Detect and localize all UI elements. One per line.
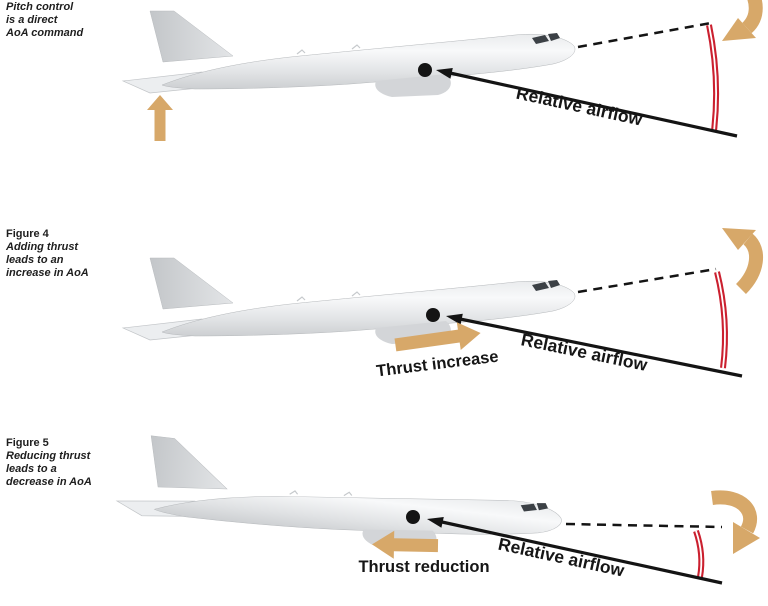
thrust-reduction-label: Thrust reduction bbox=[358, 558, 489, 576]
caption-line: Adding thrust bbox=[6, 241, 79, 253]
caption-line: leads to a bbox=[6, 463, 57, 475]
caption-title: Figure 4 bbox=[6, 228, 49, 240]
rotate-down-arrow-icon bbox=[741, 0, 763, 34]
fuselage-axis-dashed-line bbox=[577, 21, 712, 49]
aoa-arc-core bbox=[708, 24, 718, 132]
cg-dot bbox=[418, 63, 432, 77]
relative-airflow-arrowhead-icon bbox=[446, 313, 463, 325]
caption-figure-5: Figure 5 Reducing thrust leads to a decr… bbox=[6, 437, 126, 489]
aoa-arc-core bbox=[716, 271, 726, 369]
caption-line: decrease in AoA bbox=[6, 476, 92, 488]
caption-line: leads to an bbox=[6, 254, 64, 266]
figure-pitch-control: Relative airflow bbox=[122, 0, 763, 141]
caption-figure-4: Figure 4 Adding thrust leads to an incre… bbox=[6, 228, 126, 280]
aoa-arc-core bbox=[695, 530, 703, 578]
fuselage-axis-dashed-line bbox=[565, 522, 723, 529]
tail-up-arrow-icon bbox=[147, 95, 173, 141]
caption-line: is a direct bbox=[6, 14, 58, 26]
rotate-up-arrow-icon bbox=[735, 233, 763, 294]
caption-line: Reducing thrust bbox=[6, 450, 91, 462]
relative-airflow-label: Relative airflow bbox=[519, 329, 649, 375]
relative-airflow-arrowhead-icon bbox=[427, 517, 444, 528]
cg-dot bbox=[406, 510, 420, 524]
rotate-down-arrowhead-icon bbox=[722, 18, 756, 41]
aircraft-illustration bbox=[122, 257, 576, 345]
caption-line: increase in AoA bbox=[6, 267, 89, 279]
relative-airflow-line bbox=[459, 317, 743, 378]
relative-airflow-arrowhead-icon bbox=[436, 68, 453, 79]
figure-thrust-reduction: Relative airflow Thrust reduction bbox=[114, 432, 760, 585]
relative-airflow-line bbox=[449, 71, 738, 138]
rotate-down-arrow-icon bbox=[711, 490, 758, 534]
relative-airflow-label: Relative airflow bbox=[496, 534, 626, 581]
relative-airflow-line bbox=[441, 520, 723, 585]
caption-line: AoA command bbox=[6, 27, 84, 39]
caption-pitch-control: Pitch control is a direct AoA command bbox=[6, 1, 126, 40]
thrust-increase-label: Thrust increase bbox=[375, 348, 499, 381]
figure-thrust-increase: Relative airflow Thrust increase bbox=[122, 228, 763, 381]
rotate-up-arrowhead-icon bbox=[722, 228, 756, 250]
cg-dot bbox=[426, 308, 440, 322]
thrust-increase-arrow-icon bbox=[394, 322, 481, 352]
caption-line: Pitch control bbox=[6, 1, 74, 13]
fuselage-axis-dashed-line bbox=[577, 267, 717, 294]
relative-airflow-label: Relative airflow bbox=[514, 83, 644, 130]
rotate-down-arrowhead-icon bbox=[733, 522, 760, 554]
thrust-reduction-arrow-icon bbox=[372, 530, 439, 559]
caption-title: Figure 5 bbox=[6, 437, 49, 449]
